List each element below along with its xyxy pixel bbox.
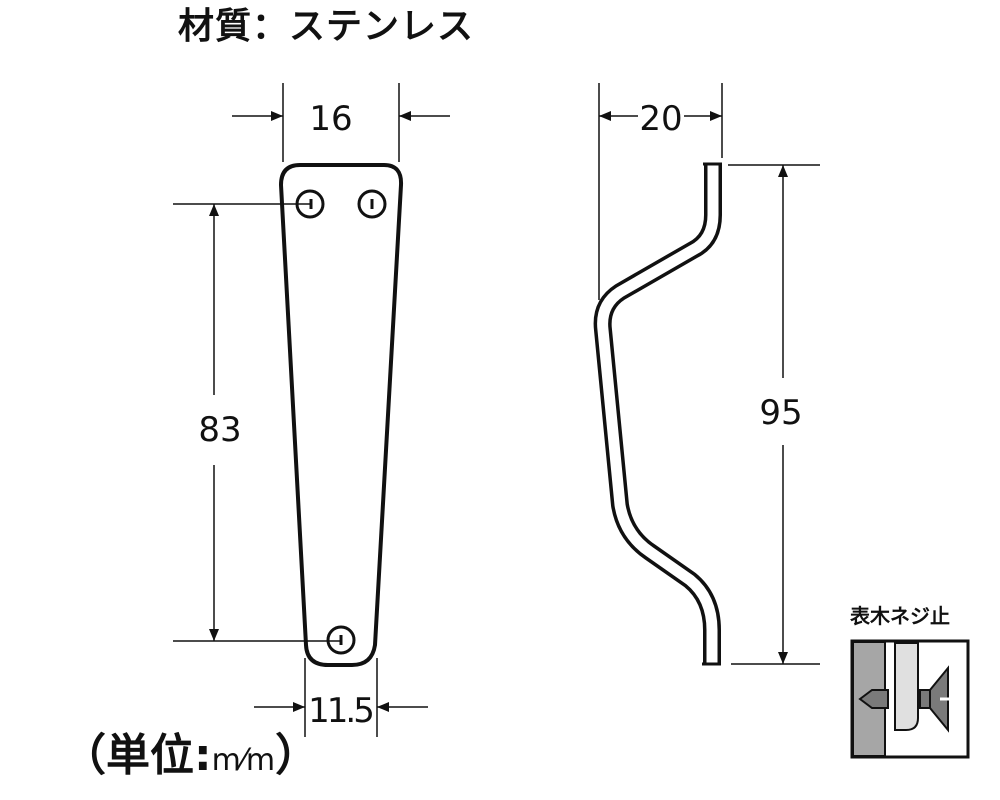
dim-hole-spacing: 83 — [198, 410, 241, 450]
units-value: m⁄m — [211, 743, 276, 778]
dim-depth: 20 — [639, 99, 682, 139]
side-view: 20 95 — [593, 83, 820, 666]
dim-height: 95 — [759, 393, 802, 433]
dim-top-width: 16 — [309, 99, 352, 139]
units-note: （単位:m⁄m） — [62, 726, 319, 791]
mounting-legend-label: 表木ネジ止 — [850, 604, 950, 628]
units-prefix: （単位: — [62, 730, 212, 781]
units-suffix: ） — [275, 730, 320, 781]
material-title: 材質：ステンレス — [178, 6, 475, 47]
screw-hole-icon — [357, 189, 387, 219]
plate-outline — [278, 163, 404, 667]
front-view: 16 83 11.5 — [173, 83, 450, 737]
dim-bottom-width: 11.5 — [308, 691, 372, 731]
mounting-legend-icon — [850, 639, 970, 759]
screw-hole-icon — [326, 625, 356, 655]
